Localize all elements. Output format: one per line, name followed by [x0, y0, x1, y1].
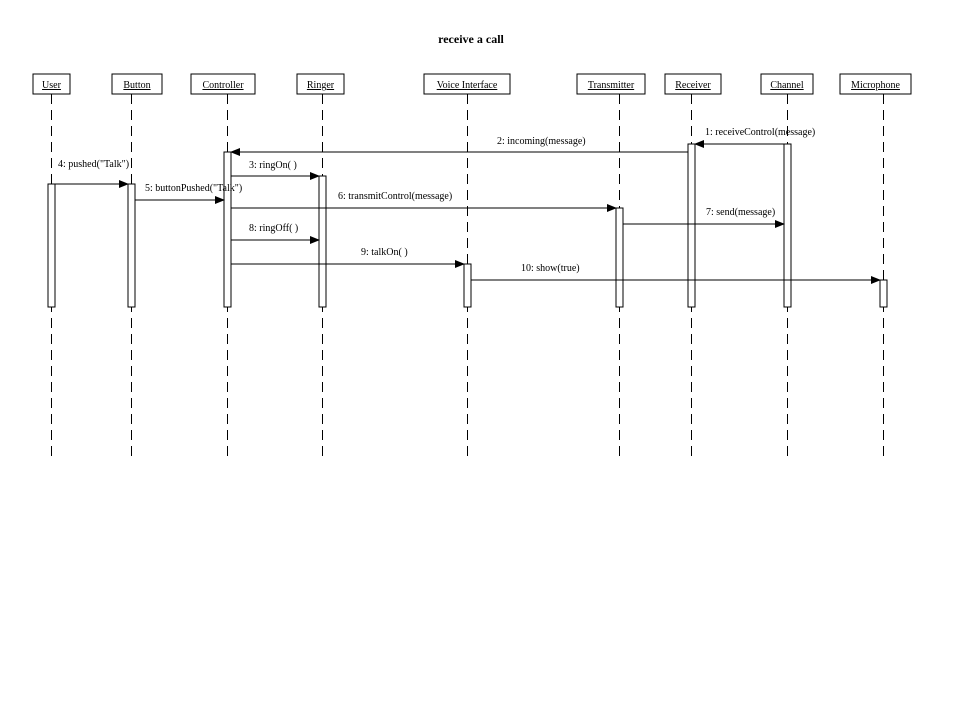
message-label: 3: ringOn( ) [249, 160, 297, 171]
activation-bar-controller [223, 151, 232, 308]
object-microphone: Microphone [839, 73, 912, 456]
object-label: Controller [202, 80, 244, 91]
object-label: User [42, 80, 62, 91]
message-8: 8: ringOff( ) [231, 223, 320, 244]
activation-bar-voice-interface [463, 263, 472, 308]
object-label: Receiver [675, 80, 711, 91]
message-10: 10: show(true) [471, 263, 881, 284]
message-3: 3: ringOn( ) [231, 160, 320, 180]
message-label: 10: show(true) [521, 263, 580, 274]
message-label: 4: pushed("Talk") [58, 159, 129, 170]
activation-bar-receiver [687, 143, 696, 308]
message-label: 2: incoming(message) [497, 136, 586, 147]
activation-bar-transmitter [615, 207, 624, 308]
message-label: 7: send(message) [706, 207, 775, 218]
object-label: Voice Interface [437, 80, 498, 91]
message-9: 9: talkOn( ) [231, 247, 465, 268]
message-label: 5: buttonPushed("Talk") [145, 183, 242, 194]
object-label: Channel [770, 80, 804, 91]
activation-bars [47, 143, 888, 308]
activation-bar-microphone [879, 279, 888, 308]
object-label: Transmitter [588, 80, 635, 91]
message-4: 4: pushed("Talk") [55, 159, 129, 188]
message-label: 9: talkOn( ) [361, 247, 408, 258]
diagram-title: receive a call [438, 32, 504, 46]
activation-bar-ringer [318, 175, 327, 308]
object-controller: Controller [190, 73, 256, 456]
message-1: 1: receiveControl(message) [694, 127, 815, 148]
message-6: 6: transmitControl(message) [231, 191, 617, 212]
message-2: 2: incoming(message) [230, 136, 688, 156]
object-button: Button [111, 73, 163, 456]
object-label: Microphone [851, 80, 900, 91]
object-label: Button [123, 80, 150, 91]
message-label: 8: ringOff( ) [249, 223, 298, 234]
message-5: 5: buttonPushed("Talk") [135, 183, 242, 204]
activation-bar-channel [783, 143, 792, 308]
message-label: 6: transmitControl(message) [338, 191, 452, 202]
object-label: Ringer [307, 80, 335, 91]
object-transmitter: Transmitter [576, 73, 646, 456]
activation-bar-button [127, 183, 136, 308]
message-label: 1: receiveControl(message) [705, 127, 815, 138]
activation-bar-user [47, 183, 56, 308]
message-7: 7: send(message) [623, 207, 785, 228]
